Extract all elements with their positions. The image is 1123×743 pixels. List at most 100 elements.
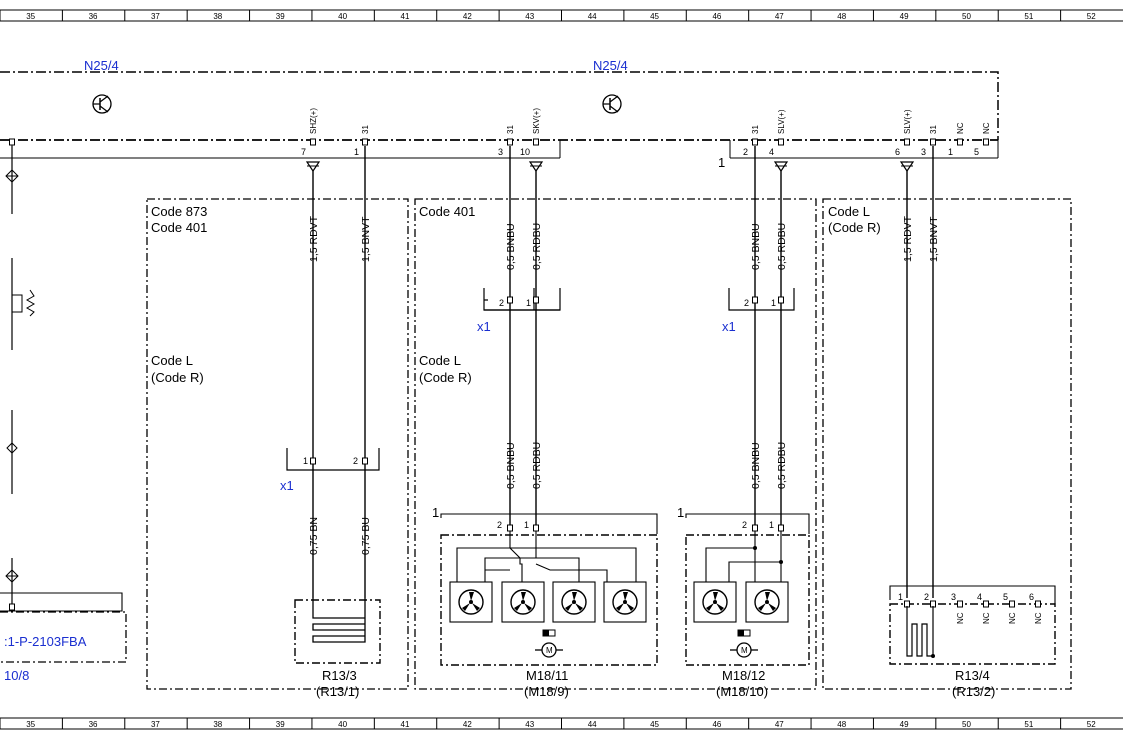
wire-label: 1,5 RDVT [308, 215, 320, 262]
svg-text:1: 1 [432, 505, 439, 520]
nc-label: NC [1008, 612, 1017, 624]
svg-text:1: 1 [771, 298, 776, 308]
svg-text:10: 10 [520, 147, 530, 157]
top-ruler-cell: 43 [525, 12, 534, 21]
bottom-ruler-cell: 35 [26, 720, 35, 729]
transistor-icon [92, 94, 112, 114]
svg-text:NC: NC [956, 122, 965, 134]
svg-text:4: 4 [769, 147, 774, 157]
wire-label: 0,75 BN [308, 517, 320, 555]
svg-text:SHZ(+): SHZ(+) [309, 108, 318, 134]
module-n25-4: N25/4 N25/4 1 SHZ(+) 7 31 1 [0, 58, 999, 172]
connector-ref: 1 [718, 155, 725, 170]
wire-label: 0,5 BNBU [505, 223, 517, 270]
svg-text:M: M [741, 646, 748, 655]
bottom-ruler-cell: 37 [151, 720, 160, 729]
wire-label: 0,5 RDBU [776, 223, 788, 270]
zone-code-l: Code L (Code R) [822, 198, 1072, 690]
module-pin: 31 1 [354, 125, 370, 157]
top-ruler-cell: 52 [1087, 12, 1096, 21]
svg-text:Code 401: Code 401 [419, 204, 475, 219]
bottom-ruler-cell: 50 [962, 720, 971, 729]
bottom-ruler-cell: 51 [1024, 720, 1033, 729]
top-ruler-cell: 44 [588, 12, 597, 21]
zone-code-401: Code 401 Code L (Code R) [414, 198, 817, 690]
top-ruler-cell: 46 [712, 12, 721, 21]
svg-text:x1[interactable]: x1 [477, 319, 491, 334]
r13-4-pin-label: 4 [977, 592, 982, 602]
svg-text:31: 31 [361, 125, 370, 134]
svg-text:2: 2 [499, 298, 504, 308]
bottom-ruler-cell: 36 [89, 720, 98, 729]
module-pin: 31 3 [498, 125, 515, 157]
module-label-right[interactable]: N25/4 [593, 58, 628, 73]
connector-x1: 2 1 x1 [477, 288, 561, 334]
left-margin-ref-link[interactable]: :1-P-2103FBA [4, 634, 87, 649]
connector-x1: 1 2 x1 [280, 448, 380, 493]
svg-text:1: 1 [948, 147, 953, 157]
svg-text:1: 1 [526, 298, 531, 308]
bottom-ruler-cell: 43 [525, 720, 534, 729]
svg-text:M: M [546, 646, 553, 655]
top-ruler-cell: 42 [463, 12, 472, 21]
top-ruler-cell: 39 [276, 12, 285, 21]
wire-label: 0,5 BNBU [750, 442, 762, 489]
wire-label: 1,5 BNVT [928, 216, 940, 262]
module-label-left[interactable]: N25/4 [84, 58, 119, 73]
svg-text:Code L: Code L [828, 204, 870, 219]
r13-4-pin-label: 3 [951, 592, 956, 602]
fan-icon [603, 581, 647, 623]
svg-text:2: 2 [743, 147, 748, 157]
nc-label: NC [982, 612, 991, 624]
bottom-ruler-cell: 39 [276, 720, 285, 729]
svg-text:M18/12: M18/12 [722, 668, 765, 683]
svg-text:3: 3 [921, 147, 926, 157]
bottom-ruler-cell: 45 [650, 720, 659, 729]
fan-group-m18-12: 1 2 1 M M18/12 (M18/10 [677, 505, 810, 699]
top-ruler-cell: 36 [89, 12, 98, 21]
top-ruler-cell: 41 [401, 12, 410, 21]
svg-text:R13/3: R13/3 [322, 668, 357, 683]
wire-label: 1,5 BNVT [360, 216, 372, 262]
svg-text:Code 873: Code 873 [151, 204, 207, 219]
svg-text:6: 6 [895, 147, 900, 157]
bottom-ruler-cell: 38 [213, 720, 222, 729]
fan-icon [552, 581, 596, 623]
nc-label: NC [1034, 612, 1043, 624]
bottom-ruler-cell: 47 [775, 720, 784, 729]
wire-label: 0,5 RDBU [776, 442, 788, 489]
svg-text:31: 31 [929, 125, 938, 134]
svg-text:31: 31 [751, 125, 760, 134]
svg-text:SKV(+): SKV(+) [532, 108, 541, 134]
heater-r13-3: R13/3 (R13/1) [294, 598, 381, 699]
r13-4-pin-label: 1 [898, 592, 903, 602]
module-pin: SHZ(+) 7 [301, 108, 318, 157]
bottom-ruler-cell: 48 [837, 720, 846, 729]
svg-text:1: 1 [354, 147, 359, 157]
bottom-ruler-cell: 42 [463, 720, 472, 729]
bottom-ruler-cell: 52 [1087, 720, 1096, 729]
svg-text:1: 1 [303, 456, 308, 466]
svg-text:(R13/1): (R13/1) [316, 684, 359, 699]
top-ruler-cell: 48 [837, 12, 846, 21]
svg-text:x1[interactable]: x1 [280, 478, 294, 493]
svg-text:(R13/2): (R13/2) [952, 684, 995, 699]
svg-text:1: 1 [677, 505, 684, 520]
wire-label: 1,5 RDVT [902, 215, 914, 262]
left-margin-ref-link-2[interactable]: 10/8 [4, 668, 29, 683]
bottom-ruler-cell: 44 [588, 720, 597, 729]
motor-icon: M [730, 629, 758, 658]
svg-text:SLV(+): SLV(+) [777, 109, 786, 134]
module-pin: 31 2 [743, 125, 760, 157]
svg-text:x1[interactable]: x1 [722, 319, 736, 334]
svg-text:1: 1 [524, 520, 529, 530]
top-ruler-cell: 49 [900, 12, 909, 21]
wire-group [312, 146, 934, 598]
bottom-ruler-cell: 46 [712, 720, 721, 729]
wire-label: 0,5 BNBU [750, 223, 762, 270]
svg-text:5: 5 [974, 147, 979, 157]
